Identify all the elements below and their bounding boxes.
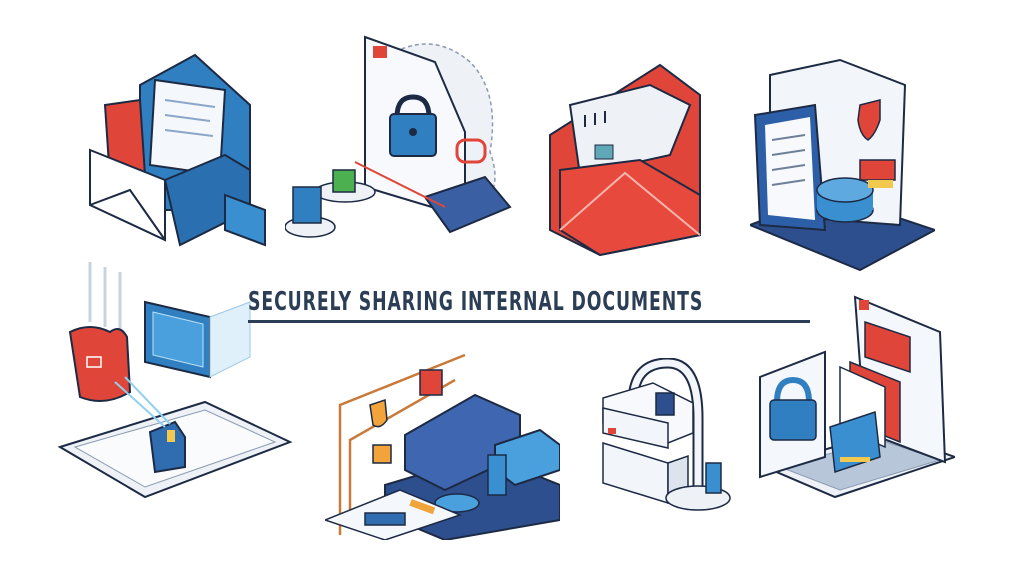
network-icon [325,353,560,540]
open-blue-envelope-illustration [85,45,280,250]
title-text: SECURELY SHARING INTERNAL DOCUMENTS [248,287,704,317]
tablet-icon [57,262,293,499]
laptop-locked-files-illustration [755,292,955,522]
shield-icon [750,58,935,272]
encrypted-tablet-transfer-illustration [55,262,295,512]
title-underline [248,320,810,323]
padlock-server-illustration [598,358,733,518]
padlock-icon [602,358,731,511]
locked-document-cloud-illustration [285,32,520,247]
page-title: SECURELY SHARING INTERNAL DOCUMENTS [248,286,810,326]
secure-network-devices-illustration [325,345,560,540]
red-envelope-document-illustration [540,55,710,265]
envelope-icon [89,53,266,247]
document-server-shield-illustration [750,55,935,275]
laptop-icon [759,295,955,499]
envelope-icon [549,63,701,257]
lock-icon [285,35,512,238]
